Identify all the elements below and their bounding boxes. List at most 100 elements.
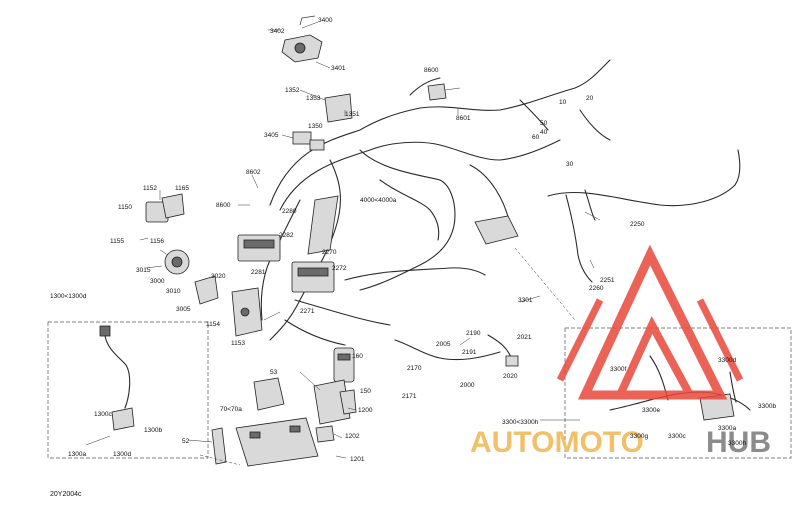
label-3300e: 3300e: [642, 407, 660, 414]
label-3000: 3000: [150, 278, 165, 285]
label-40: 40: [540, 129, 548, 136]
label-3300h: 3300h: [728, 440, 746, 447]
label-2021: 2021: [517, 334, 532, 341]
label-1351: 1351: [345, 111, 360, 118]
bracket-3005: [194, 275, 219, 305]
label-3400: 3400: [318, 17, 333, 24]
label-2171: 2171: [402, 393, 417, 400]
label-30: 30: [566, 161, 574, 168]
label-1350: 1350: [308, 123, 323, 130]
harness-cover-4000: [307, 195, 339, 255]
label-4000: 4000<4000a: [360, 197, 397, 204]
label-2005: 2005: [436, 341, 451, 348]
label-8602: 8602: [246, 169, 261, 176]
harness-2250: [547, 149, 741, 283]
inset-box-1300: [47, 321, 209, 459]
label-3401: 3401: [331, 65, 346, 72]
label-1156: 1156: [150, 238, 164, 245]
label-2271: 2271: [300, 308, 315, 315]
label-2251: 2251: [600, 277, 615, 284]
label-1200: 1200: [358, 407, 373, 414]
label-2000: 2000: [460, 382, 475, 389]
label-3005: 3005: [176, 306, 191, 313]
label-8600-left: 8600: [216, 202, 231, 209]
relay-box-2270: [291, 261, 335, 293]
label-2191: 2191: [462, 349, 477, 356]
label-50: 50: [540, 120, 548, 127]
label-3300-range: 3300<3300h: [502, 419, 539, 426]
connector-3405: [292, 131, 325, 151]
label-1300b: 1300b: [144, 427, 162, 434]
label-3300f: 3300f: [610, 366, 626, 373]
bracket-detail: [474, 215, 519, 245]
leader-lines: [85, 21, 601, 459]
label-20: 20: [586, 95, 594, 102]
label-70: 70<70a: [220, 406, 242, 413]
strap-52: [211, 427, 227, 465]
label-2250: 2250: [630, 221, 645, 228]
diagram-code: 20Y2004c: [50, 491, 82, 498]
label-3300g: 3300g: [630, 433, 648, 440]
inset-box-3300: [564, 327, 792, 459]
label-2270: 2270: [322, 249, 337, 256]
label-8600-top: 8600: [424, 67, 439, 74]
label-1300a: 1300a: [68, 451, 86, 458]
label-2170: 2170: [407, 365, 422, 372]
label-1352: 1352: [285, 87, 300, 94]
label-1153: 1153: [231, 340, 245, 347]
label-150: 150: [360, 388, 371, 395]
label-1202: 1202: [345, 433, 360, 440]
label-3020: 3020: [211, 273, 226, 280]
label-1353: 1353: [306, 95, 321, 102]
label-1201: 1201: [350, 456, 365, 463]
label-1300c: 1300c: [94, 411, 112, 418]
label-2272: 2272: [332, 265, 347, 272]
ecm-bracket-8600: [427, 83, 447, 101]
label-1300d: 1300d: [113, 451, 131, 458]
sensor-3400: [281, 15, 323, 63]
sensor-2020: [394, 334, 519, 367]
horn-3000: [164, 249, 190, 275]
label-1300-range: 1300<1300d: [50, 293, 87, 300]
label-2280: 2280: [282, 208, 297, 215]
label-2282: 2282: [279, 232, 294, 239]
part-labels: 3400 3402 3401 1352 1353 1351 1350 3405 …: [50, 17, 776, 463]
label-1165: 1165: [175, 185, 189, 192]
label-1154: 1154: [206, 321, 220, 328]
label-3300d: 3300d: [718, 357, 736, 364]
label-3300b: 3300b: [758, 403, 776, 410]
label-3405: 3405: [264, 132, 279, 139]
label-10: 10: [559, 99, 567, 106]
label-1150: 1150: [118, 204, 132, 211]
label-160: 160: [352, 353, 363, 360]
bracket-53: [253, 377, 285, 411]
watermark-text-automoto: AUTOMOTO: [470, 426, 644, 459]
label-8601: 8601: [456, 115, 471, 122]
module-1200: [313, 379, 357, 425]
fuse-box-2280: [237, 234, 281, 262]
label-2020: 2020: [503, 373, 518, 380]
label-3015: 3015: [136, 267, 151, 274]
label-2281: 2281: [251, 269, 266, 276]
module-1150: [145, 193, 185, 223]
harness-1300: [99, 325, 135, 431]
label-1155: 1155: [110, 238, 124, 245]
label-3300c: 3300c: [668, 433, 686, 440]
label-3402: 3402: [270, 28, 285, 35]
cable-1202: [315, 425, 335, 443]
automotohub-logo: [556, 244, 744, 400]
bracket-1153: [231, 287, 263, 337]
label-2260: 2260: [589, 285, 604, 292]
label-60: 60: [532, 134, 540, 141]
label-1152: 1152: [143, 185, 157, 192]
label-3301: 3301: [518, 297, 533, 304]
label-53: 53: [270, 369, 278, 376]
watermark-text-hub: HUB: [706, 426, 771, 459]
battery: [235, 417, 319, 467]
label-3300a: 3300a: [718, 425, 736, 432]
main-harness: [260, 59, 611, 346]
label-2190: 2190: [466, 330, 481, 337]
label-52: 52: [182, 438, 190, 445]
module-150: [333, 347, 355, 383]
